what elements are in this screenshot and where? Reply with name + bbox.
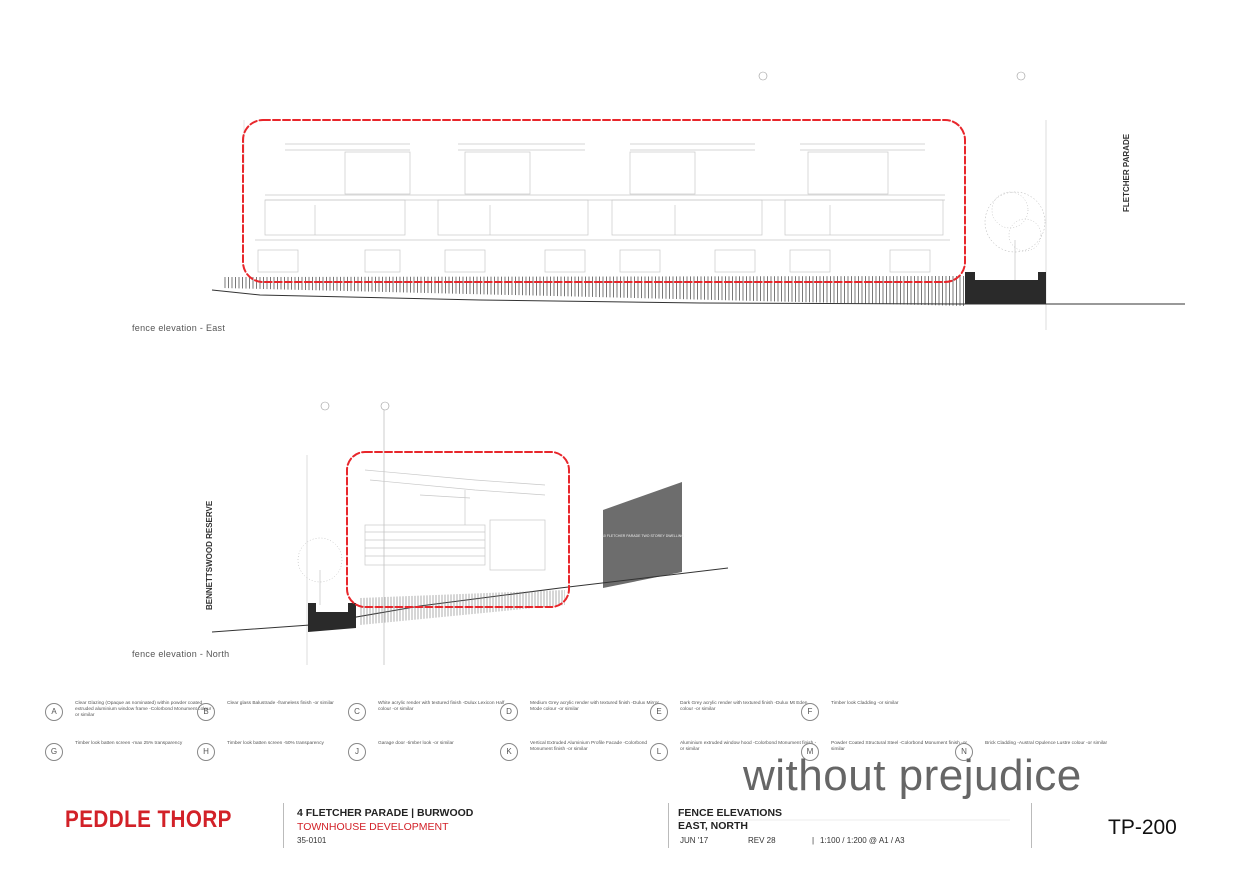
key-item: E Dark Grey acrylic render with textured… <box>650 701 835 741</box>
drawing-revision: REV 28 <box>748 836 776 845</box>
key-item: M Powder Coated Structural Steel -Colorb… <box>801 741 986 781</box>
brand-logo: PEDDLE THORP <box>65 806 232 833</box>
key-description: Powder Coated Structural Steel -Colorbon… <box>831 741 967 752</box>
neighbour-label: 10 FLETCHER PARADE TWO STOREY DWELLING <box>602 534 684 538</box>
key-item: B Clear glass Balustrade -frameless fini… <box>197 701 382 741</box>
drawing-date: JUN '17 <box>680 836 709 845</box>
grid-bubble <box>380 401 390 411</box>
north-elevation: 10 FLETCHER PARADE TWO STOREY DWELLING <box>211 401 729 665</box>
key-item: J Garage door -timber look -or similar <box>348 741 533 781</box>
key-letter: F <box>801 703 819 721</box>
divider <box>668 803 669 848</box>
key-description: Dark Grey acrylic render with textured f… <box>680 701 808 712</box>
fletcher-parade-label: FLETCHER PARADE <box>1122 133 1131 212</box>
north-brick-fence <box>308 603 356 632</box>
watermark: without prejudice <box>743 751 1082 800</box>
key-letter: K <box>500 743 518 761</box>
key-letter: D <box>500 703 518 721</box>
east-elevation <box>211 71 1185 330</box>
key-description: White acrylic render with textured finis… <box>378 701 505 712</box>
key-description: Clear Glazing (Opaque as nominated) with… <box>75 701 215 718</box>
tree-icon <box>297 537 343 605</box>
grid-bubble <box>1016 71 1026 81</box>
drawing-title: FENCE ELEVATIONS EAST, NORTH <box>678 807 782 833</box>
drawing-scale: 1:100 / 1:200 @ A1 / A3 <box>820 836 905 845</box>
key-letter: L <box>650 743 668 761</box>
key-item: K Vertical Extruded Aluminium Profile Fa… <box>500 741 685 781</box>
key-description: Garage door -timber look -or similar <box>378 741 454 746</box>
project-number: 35-0101 <box>297 836 327 845</box>
key-item: D Medium Grey acrylic render with textur… <box>500 701 685 741</box>
key-letter: A <box>45 703 63 721</box>
key-item: L Aluminium extruded window hood -Colorb… <box>650 741 835 781</box>
key-letter: N <box>955 743 973 761</box>
tree-icon <box>984 191 1046 280</box>
east-building <box>255 143 950 273</box>
east-brick-fence <box>965 272 1046 304</box>
key-description: Timber look batten screen -max 25% trans… <box>75 741 183 746</box>
drawing-title-line-2: EAST, NORTH <box>678 820 749 832</box>
key-letter: J <box>348 743 366 761</box>
key-description: Timber look batten screen -50% transpare… <box>227 741 324 746</box>
divider <box>1031 803 1032 848</box>
neighbour-dwelling <box>603 482 682 588</box>
north-elevation-caption: fence elevation - North <box>132 649 230 659</box>
key-description: Medium Grey acrylic render with textured… <box>530 701 660 712</box>
drawing-title-line-1: FENCE ELEVATIONS <box>678 807 783 819</box>
grid-bubble <box>320 401 330 411</box>
key-item: G Timber look batten screen -max 25% tra… <box>45 741 230 781</box>
key-item: F Timber look Cladding -or similar <box>801 701 986 741</box>
revision-cloud <box>242 119 966 283</box>
north-building <box>364 469 546 571</box>
revision-cloud <box>346 451 570 608</box>
key-description: Brick Cladding -Austral Opulence Lustre … <box>985 741 1108 746</box>
key-description: Clear glass Balustrade -frameless finish… <box>227 701 334 706</box>
key-item: A Clear Glazing (Opaque as nominated) wi… <box>45 701 230 741</box>
project-subtitle: TOWNHOUSE DEVELOPMENT <box>297 821 449 833</box>
key-description: Aluminium extruded window hood -Colorbon… <box>680 741 817 752</box>
key-letter: H <box>197 743 215 761</box>
key-letter: M <box>801 743 819 761</box>
east-fence <box>222 276 965 306</box>
key-item: H Timber look batten screen -50% transpa… <box>197 741 382 781</box>
key-description: Vertical Extruded Aluminium Profile Faca… <box>530 741 648 752</box>
bennettswood-reserve-label: BENNETTSWOOD RESERVE <box>205 500 214 610</box>
drawing-number: TP-200 <box>1108 816 1177 839</box>
key-letter: B <box>197 703 215 721</box>
key-letter: G <box>45 743 63 761</box>
key-description: Timber look Cladding -or similar <box>831 701 899 706</box>
east-elevation-caption: fence elevation - East <box>132 323 226 333</box>
drawing-scale-separator: | <box>812 836 815 845</box>
key-letter: C <box>348 703 366 721</box>
grid-bubble <box>758 71 768 81</box>
project-address: 4 FLETCHER PARADE | BURWOOD <box>297 807 474 819</box>
key-item: N Brick Cladding -Austral Opulence Lustr… <box>955 741 1140 781</box>
key-letter: E <box>650 703 668 721</box>
divider <box>283 803 284 848</box>
key-item: C White acrylic render with textured fin… <box>348 701 533 741</box>
